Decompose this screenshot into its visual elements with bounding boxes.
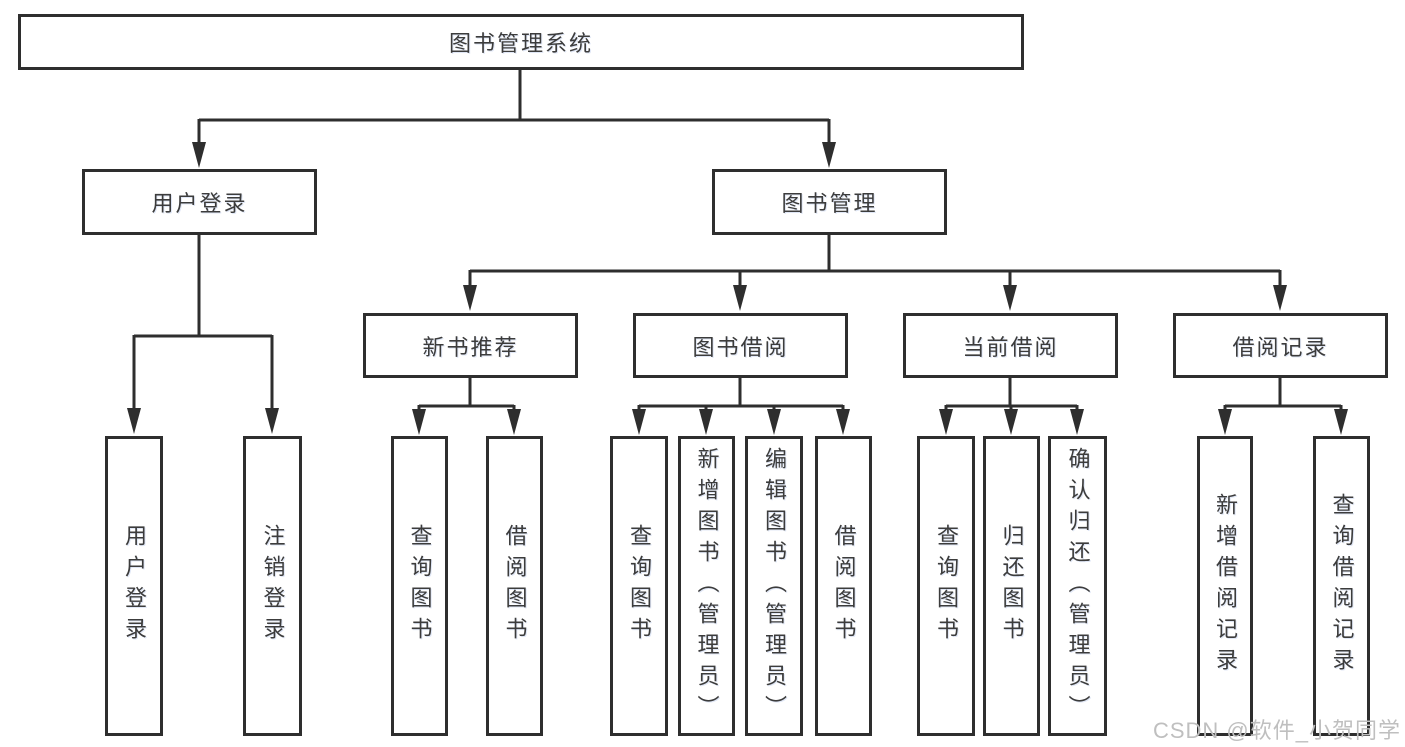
node-library-management-system: 图书管理系统 bbox=[18, 14, 1024, 70]
node-current-borrowing: 当前借阅 bbox=[903, 313, 1118, 378]
node-bb-query-books: 查询图书 bbox=[610, 436, 668, 736]
connector-current-borrowing-branch bbox=[939, 378, 1084, 435]
arrow-down-icon bbox=[767, 409, 781, 435]
node-new-book-recommendation: 新书推荐 bbox=[363, 313, 578, 378]
node-br-query-borrow-record: 查询借阅记录 bbox=[1313, 436, 1370, 736]
node-book-management-module: 图书管理 bbox=[712, 169, 947, 235]
connector-borrowing-records-branch bbox=[1218, 378, 1348, 435]
arrow-down-icon bbox=[1003, 285, 1017, 311]
connector-user-login-branch bbox=[127, 234, 279, 434]
connector-book-borrowing-branch bbox=[632, 378, 850, 435]
node-bb-borrow-books: 借阅图书 bbox=[815, 436, 872, 736]
connector-root bbox=[192, 69, 836, 168]
node-label: 注销登录 bbox=[260, 524, 286, 648]
arrow-down-icon bbox=[1273, 285, 1287, 311]
arrow-down-icon bbox=[836, 409, 850, 435]
arrow-down-icon bbox=[127, 408, 141, 434]
node-label: 图书借阅 bbox=[692, 334, 789, 360]
node-rec-query-books: 查询图书 bbox=[391, 436, 448, 736]
node-rec-borrow-books: 借阅图书 bbox=[486, 436, 543, 736]
node-book-borrowing: 图书借阅 bbox=[633, 313, 848, 378]
node-user-login: 用户登录 bbox=[105, 436, 163, 736]
node-label: 查询借阅记录 bbox=[1329, 493, 1355, 679]
connector-new-book-recommendation-branch bbox=[412, 378, 521, 435]
node-cb-return-book: 归还图书 bbox=[983, 436, 1040, 736]
arrow-down-icon bbox=[1218, 409, 1232, 435]
node-label: 借阅记录 bbox=[1232, 334, 1329, 360]
arrow-down-icon bbox=[463, 285, 477, 311]
node-label: 借阅图书 bbox=[831, 524, 857, 648]
node-label: 图书管理系统 bbox=[448, 31, 593, 56]
node-br-add-borrow-record: 新增借阅记录 bbox=[1197, 436, 1253, 736]
arrow-down-icon bbox=[1004, 409, 1018, 435]
arrow-down-icon bbox=[733, 285, 747, 311]
node-label: 归还图书 bbox=[999, 524, 1025, 648]
node-logout: 注销登录 bbox=[243, 436, 302, 736]
node-bb-edit-book-admin: 编辑图书（管理员） bbox=[745, 436, 803, 736]
arrow-down-icon bbox=[1334, 409, 1348, 435]
node-bb-add-book-admin: 新增图书（管理员） bbox=[678, 436, 735, 736]
arrow-down-icon bbox=[1070, 409, 1084, 435]
node-label: 查询图书 bbox=[407, 524, 433, 648]
node-label: 新书推荐 bbox=[422, 334, 519, 360]
node-label: 新增借阅记录 bbox=[1213, 493, 1238, 679]
node-label: 图书管理 bbox=[781, 191, 878, 216]
arrow-down-icon bbox=[939, 409, 953, 435]
node-user-login-module: 用户登录 bbox=[82, 169, 317, 235]
node-borrowing-records: 借阅记录 bbox=[1173, 313, 1388, 378]
node-label: 借阅图书 bbox=[502, 524, 528, 648]
connector-book-management-branch bbox=[463, 234, 1287, 311]
arrow-down-icon bbox=[507, 409, 521, 435]
node-label: 新增图书（管理员） bbox=[694, 446, 720, 726]
node-label: 用户登录 bbox=[151, 191, 248, 216]
node-label: 确认归还（管理员） bbox=[1065, 446, 1091, 726]
arrow-down-icon bbox=[192, 142, 206, 168]
node-label: 用户登录 bbox=[122, 524, 147, 648]
node-cb-query-books: 查询图书 bbox=[917, 436, 975, 736]
node-label: 查询图书 bbox=[934, 524, 959, 648]
arrow-down-icon bbox=[699, 409, 713, 435]
arrow-down-icon bbox=[822, 142, 836, 168]
node-label: 查询图书 bbox=[627, 524, 652, 648]
node-label: 当前借阅 bbox=[962, 334, 1059, 360]
node-label: 编辑图书（管理员） bbox=[762, 446, 787, 726]
arrow-down-icon bbox=[412, 409, 426, 435]
arrow-down-icon bbox=[632, 409, 646, 435]
watermark: CSDN @软件_小贺同学 bbox=[1152, 718, 1401, 743]
node-cb-confirm-return-admin: 确认归还（管理员） bbox=[1048, 436, 1107, 736]
arrow-down-icon bbox=[265, 408, 279, 434]
